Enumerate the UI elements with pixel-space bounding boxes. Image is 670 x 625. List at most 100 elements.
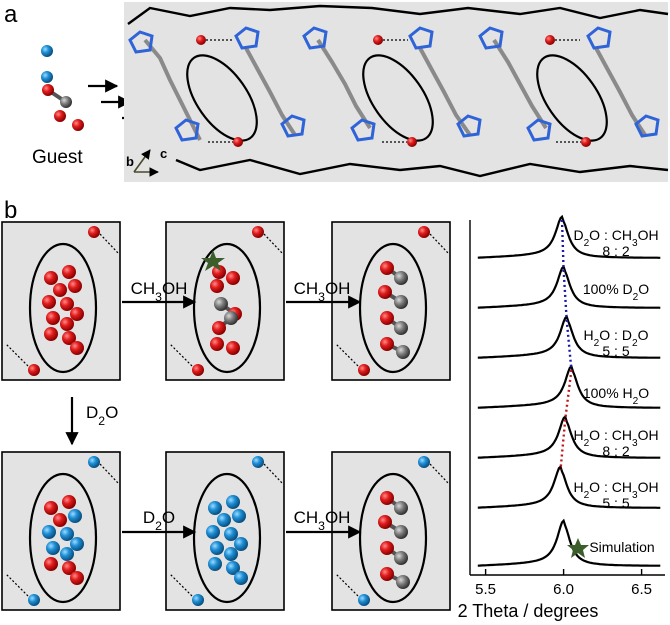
- guest-methanol-o: [42, 84, 54, 96]
- guest-molecule: [60, 527, 74, 541]
- guest-h2o-1: [54, 110, 66, 122]
- guest-molecule: [60, 297, 74, 311]
- guest-molecule: [60, 547, 74, 561]
- h2o-peak-line: [559, 369, 573, 471]
- guest-d2o-1: [41, 45, 53, 57]
- ring: [280, 114, 306, 138]
- pxrd-x-tick: 6.0: [553, 581, 574, 598]
- guest-molecule: [70, 571, 84, 585]
- pxrd-x-tick: 5.5: [475, 581, 496, 598]
- simulation-star-icon: [567, 538, 589, 558]
- guest-molecule: [208, 501, 222, 515]
- ring: [478, 26, 504, 50]
- panel-a: a Guest: [4, 1, 669, 182]
- ring: [128, 30, 154, 54]
- pxrd-trace-label: Simulation: [589, 539, 654, 555]
- guest-molecule: [44, 327, 58, 341]
- guest-h2o-2: [72, 119, 84, 131]
- guest-molecule: [224, 547, 238, 561]
- guest-molecule: [232, 509, 246, 523]
- framework-waters: [196, 35, 591, 147]
- arrow-label-bottom-2: CH3OH: [294, 508, 351, 533]
- guest-molecule: [42, 525, 56, 539]
- guest-molecule: [44, 271, 58, 285]
- guest-molecule: [46, 541, 60, 555]
- pxrd-trace-label: 100% D2O: [583, 281, 649, 303]
- guest-molecule: [70, 537, 84, 551]
- guest-molecule: [234, 571, 248, 585]
- arrow-label-bottom-1: D2O: [143, 508, 175, 533]
- pore-ellipse: [358, 472, 428, 604]
- pxrd-trace-ratio: 5 : 5: [602, 495, 629, 511]
- pxrd-trace-label: H2O : CH3OH: [573, 479, 658, 501]
- guest-molecule: [62, 265, 76, 279]
- guest-molecule: [70, 341, 84, 355]
- imidazole-rings: [128, 26, 660, 142]
- guest-molecule: [234, 537, 248, 551]
- guest-molecule: [44, 557, 58, 571]
- guest-molecule: [217, 513, 231, 527]
- guest-molecule: [224, 527, 238, 541]
- pore-ellipse-3: [536, 54, 608, 142]
- d2o-peak-line: [560, 219, 573, 371]
- guest-molecule: [62, 561, 76, 575]
- guest-molecule: [60, 317, 74, 331]
- ring: [302, 26, 328, 50]
- ligand-chains: [143, 38, 647, 141]
- ring: [350, 118, 376, 142]
- ring: [408, 26, 434, 50]
- arrow-label-top-1: CH3OH: [131, 279, 188, 304]
- pxrd-trace-ratio: 8 : 2: [602, 443, 629, 459]
- pxrd-trace-ratio: 8 : 2: [602, 243, 629, 259]
- pxrd-trace-7: Simulation: [477, 518, 661, 567]
- guest-molecule: [226, 495, 240, 509]
- pxrd-trace-label: H2O : D2O: [584, 327, 649, 349]
- guest-molecule: [44, 501, 58, 515]
- state-cell-6: [331, 451, 451, 611]
- state-cell-2: [165, 221, 285, 381]
- pxrd-x-tick: 6.5: [631, 581, 652, 598]
- pxrd-trace-label: H2O : CH3OH: [573, 427, 658, 449]
- pxrd-trace-ratio: 5 : 5: [602, 343, 629, 359]
- panel-b-label: b: [4, 197, 17, 224]
- guest-label: Guest: [32, 147, 83, 168]
- pore-ellipse-2: [362, 54, 434, 142]
- state-cell-1: [1, 221, 121, 381]
- guest-molecule: [62, 331, 76, 345]
- pxrd-trace-4: 100% H2O: [477, 364, 661, 409]
- guest-molecule: [68, 509, 82, 523]
- guest-molecule: [53, 513, 67, 527]
- framework-top-boundary: [127, 4, 669, 25]
- ring: [174, 118, 200, 142]
- ring: [586, 26, 612, 50]
- state-cell-4: [1, 451, 121, 611]
- guest-molecule: [46, 311, 60, 325]
- state-cell-3: [331, 221, 451, 381]
- guest-molecule: [53, 283, 67, 297]
- guest-molecules: [41, 45, 84, 131]
- guest-molecule: [42, 295, 56, 309]
- axis-c-label: c: [160, 146, 167, 161]
- ring: [234, 26, 260, 50]
- framework-bottom-boundary: [175, 158, 669, 178]
- guest-molecule: [70, 307, 84, 321]
- guest-molecule: [208, 557, 222, 571]
- arrow-label-top-2: CH3OH: [294, 279, 351, 304]
- simulation-star-icon: [201, 250, 225, 271]
- guest-molecule: [210, 541, 224, 555]
- axis-indicator: b c: [126, 146, 167, 177]
- axis-b-label: b: [126, 154, 134, 169]
- ring: [526, 118, 552, 142]
- pore-ellipse: [358, 242, 428, 374]
- state-cells: [1, 221, 451, 611]
- guest-molecule: [206, 525, 220, 539]
